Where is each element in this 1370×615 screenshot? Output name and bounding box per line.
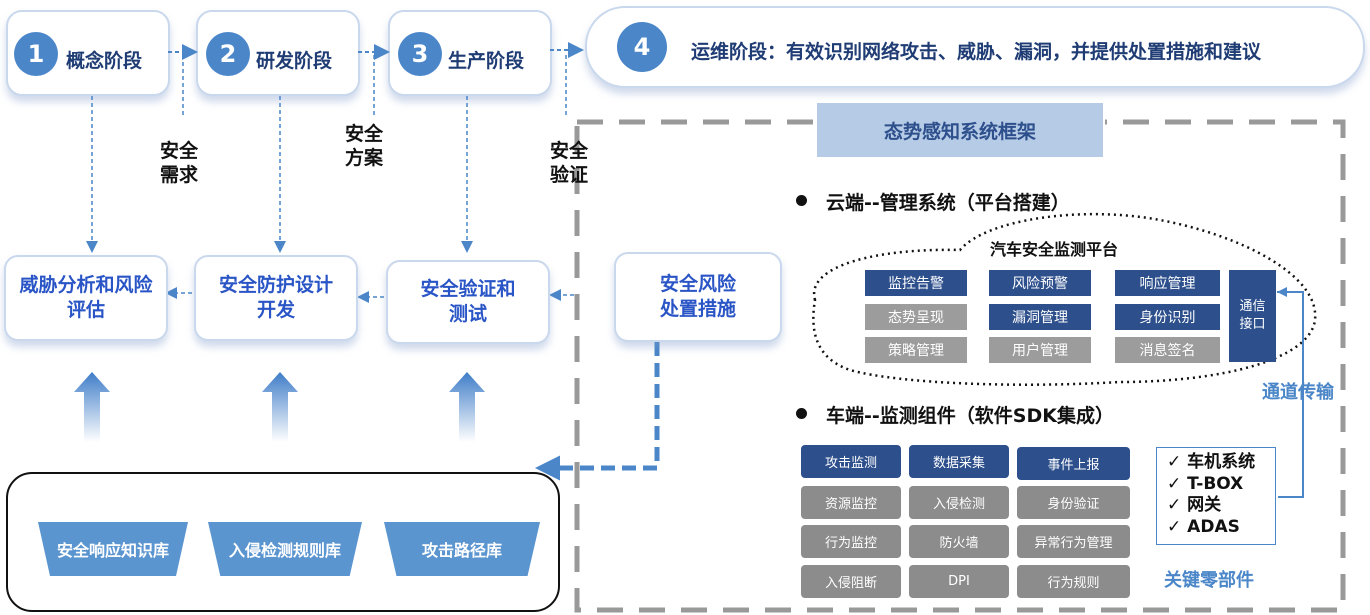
design-line1: 安全防护设计	[218, 274, 333, 296]
key-part-item: ✓ T-BOX	[1167, 474, 1275, 496]
verify-line1: 安全验证和	[420, 278, 516, 300]
risk-line2: 处置措施	[659, 298, 736, 320]
key-parts-label: 关键零部件	[1164, 570, 1254, 591]
key-part-label: 网关	[1187, 495, 1222, 515]
key-part-label: T-BOX	[1187, 473, 1244, 494]
vehicle-item-resource-monitor: 资源监控	[801, 486, 901, 519]
knowledge-base-attack-paths: 攻击路径库	[384, 522, 540, 576]
key-part-item: ✓ ADAS	[1167, 517, 1275, 539]
stage-4-number: 4	[617, 22, 667, 72]
up-arrow-icon	[449, 372, 485, 442]
protection-design-box: 安全防护设计开发	[194, 255, 358, 341]
risk-handling-box: 安全风险处置措施	[614, 252, 782, 342]
transition-label-security-requirements: 安全 需求	[160, 139, 198, 187]
platform-title: 汽车安全监测平台	[990, 240, 1119, 259]
check-icon: ✓	[1167, 516, 1182, 537]
knowledge-base-response: 安全响应知识库	[38, 522, 188, 576]
vehicle-item-data-collect: 数据采集	[909, 445, 1009, 478]
stage-1-box: 1 概念阶段	[6, 10, 170, 96]
cloud-heading: 云端--管理系统（平台搭建）	[826, 192, 1070, 214]
transition-2-line2: 方案	[345, 147, 384, 169]
design-line2: 开发	[256, 299, 295, 321]
stage-3-label: 生产阶段	[448, 50, 525, 72]
vehicle-heading: 车端--监测组件（软件SDK集成）	[826, 405, 1114, 427]
cloud-item-identity: 身份识别	[1115, 304, 1220, 330]
stage-1-label: 概念阶段	[66, 50, 143, 72]
up-arrow-icon	[74, 372, 110, 442]
cloud-item-situation-display: 态势呈现	[865, 304, 967, 330]
cloud-item-user-mgmt: 用户管理	[989, 337, 1091, 363]
key-parts-box: ✓ 车机系统 ✓ T-BOX ✓ 网关 ✓ ADAS	[1156, 447, 1276, 545]
risk-line1: 安全风险	[659, 273, 736, 295]
check-icon: ✓	[1167, 473, 1182, 494]
vehicle-item-event-report: 事件上报	[1017, 447, 1130, 480]
knowledge-base-container: 安全响应知识库 入侵检测规则库 攻击路径库	[6, 472, 560, 612]
verify-line2: 测试	[448, 303, 487, 325]
comm-interface-box: 通信 接口	[1229, 270, 1276, 362]
vehicle-item-behavior-rules: 行为规则	[1017, 565, 1130, 598]
stage-3-box: 3 生产阶段	[388, 10, 552, 96]
check-icon: ✓	[1167, 452, 1182, 472]
stage-2-label: 研发阶段	[256, 50, 333, 72]
vehicle-item-intrusion-detect: 入侵检测	[909, 486, 1009, 519]
vehicle-item-behavior-monitor: 行为监控	[801, 525, 901, 558]
stage-1-number: 1	[14, 32, 58, 76]
vehicle-item-intrusion-block: 入侵阻断	[801, 565, 901, 598]
key-part-label: ADAS	[1187, 516, 1240, 537]
comm-line2: 接口	[1239, 317, 1266, 332]
transition-label-security-verify: 安全 验证	[550, 139, 588, 187]
stage-3-number: 3	[398, 32, 442, 76]
key-part-item: ✓ 车机系统	[1167, 452, 1275, 474]
threat-analysis-box: 威胁分析和风险评估	[4, 255, 168, 341]
framework-title: 态势感知系统框架	[815, 101, 1105, 159]
threat-line2: 评估	[66, 299, 105, 321]
stage-4-box: 4 运维阶段：有效识别网络攻击、威胁、漏洞，并提供处置措施和建议	[585, 6, 1365, 88]
bullet-icon	[796, 408, 807, 419]
bullet-icon	[796, 195, 807, 206]
verification-testing-box: 安全验证和测试	[386, 260, 550, 344]
transition-3-line2: 验证	[550, 164, 589, 186]
vehicle-item-firewall: 防火墙	[909, 525, 1009, 558]
cloud-item-vuln-mgmt: 漏洞管理	[989, 304, 1091, 330]
cloud-item-policy-mgmt: 策略管理	[865, 337, 967, 363]
comm-line1: 通信	[1239, 299, 1266, 314]
cloud-item-monitor-alert: 监控告警	[865, 270, 967, 296]
transition-3-line1: 安全	[550, 140, 589, 162]
transition-1-line2: 需求	[160, 164, 199, 186]
key-part-item: ✓ 网关	[1167, 495, 1275, 517]
transition-2-line1: 安全	[345, 123, 384, 145]
vehicle-item-identity-verify: 身份验证	[1017, 486, 1130, 519]
check-icon: ✓	[1167, 495, 1182, 515]
knowledge-base-intrusion-rules: 入侵检测规则库	[208, 522, 362, 576]
transition-label-security-plan: 安全 方案	[345, 122, 383, 170]
vehicle-item-dpi: DPI	[909, 565, 1009, 598]
key-part-label: 车机系统	[1187, 452, 1256, 472]
stage-2-number: 2	[206, 32, 250, 76]
transition-1-line1: 安全	[160, 140, 199, 162]
threat-line1: 威胁分析和风险	[19, 274, 153, 296]
channel-transmission-label: 通道传输	[1262, 382, 1334, 403]
up-arrow-icon	[262, 372, 298, 442]
cloud-item-risk-warning: 风险预警	[989, 270, 1091, 296]
stage-2-box: 2 研发阶段	[196, 10, 360, 96]
cloud-item-response-mgmt: 响应管理	[1115, 270, 1220, 296]
stage-4-label: 运维阶段：有效识别网络攻击、威胁、漏洞，并提供处置措施和建议	[691, 41, 1262, 63]
vehicle-item-attack-monitor: 攻击监测	[801, 445, 901, 478]
vehicle-item-anomaly-mgmt: 异常行为管理	[1017, 525, 1130, 558]
cloud-item-msg-signature: 消息签名	[1115, 337, 1220, 363]
